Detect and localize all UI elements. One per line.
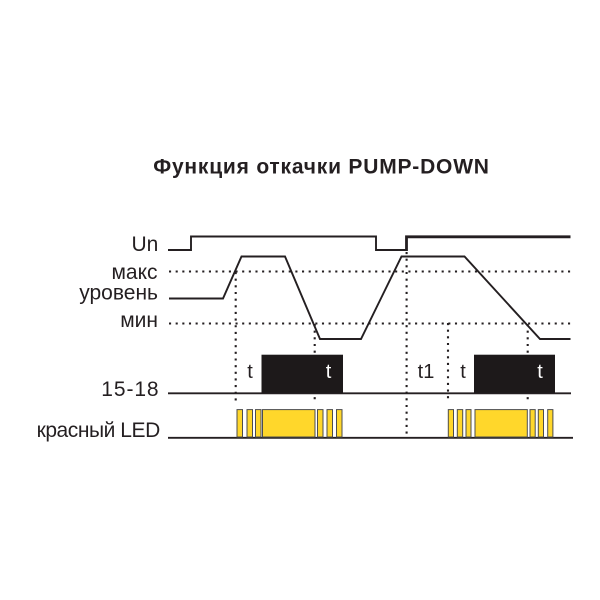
svg-text:уровень: уровень — [79, 282, 158, 305]
svg-text:t: t — [460, 361, 466, 383]
svg-text:t1: t1 — [418, 361, 435, 383]
svg-text:Функция откачки PUMP-DOWN: Функция откачки PUMP-DOWN — [153, 156, 490, 179]
svg-text:красный LED: красный LED — [37, 419, 160, 442]
svg-text:t: t — [247, 361, 253, 383]
svg-text:мин: мин — [120, 309, 158, 332]
svg-text:15-18: 15-18 — [101, 378, 159, 401]
svg-text:Un: Un — [131, 233, 158, 256]
svg-text:t: t — [326, 361, 332, 383]
svg-text:макс: макс — [111, 261, 157, 284]
svg-text:t: t — [537, 361, 543, 383]
